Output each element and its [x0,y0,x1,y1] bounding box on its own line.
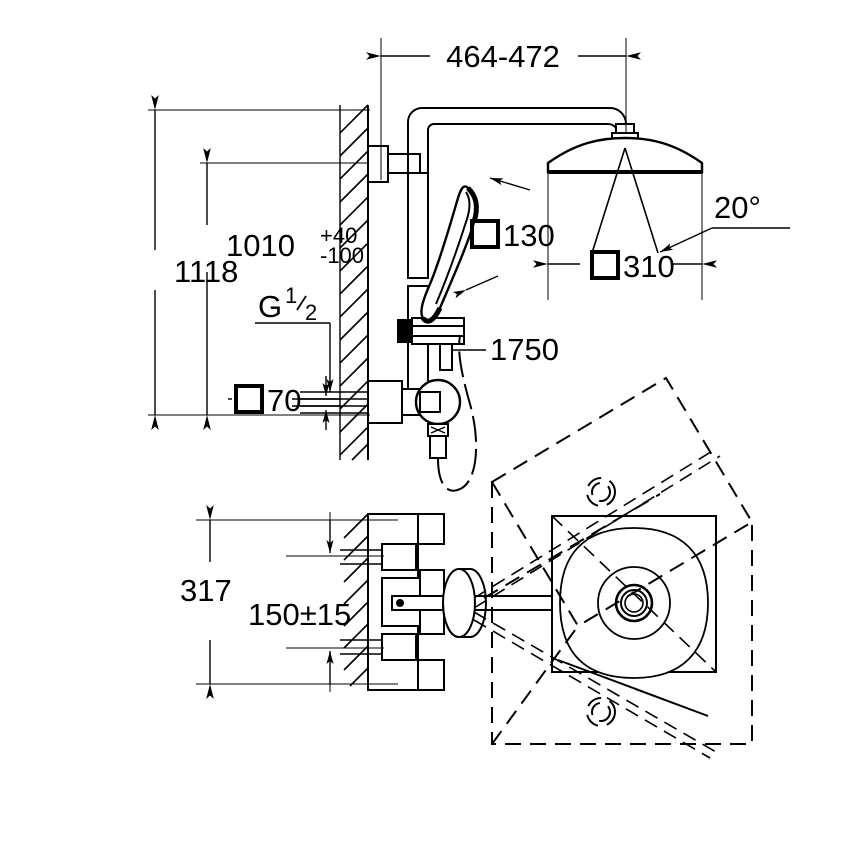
dim-label-spray-angle: 20° [714,190,761,225]
dim-inlet-spacing [228,376,340,430]
thread-label-g: G [258,289,282,324]
thread-label-numerator: 1 [285,283,297,308]
square-symbol-icon-inlet [234,384,264,414]
wall-bracket-upper [205,145,421,183]
square-symbol-icon-hand-shower [470,219,500,249]
dim-mixer-inlet-center [286,512,384,692]
dim-label-hand-shower: 130 [503,218,555,253]
shower-hose [437,335,478,492]
leader-spray-angle [659,227,790,253]
riser-pipe [407,172,429,392]
dim-label-total-height: 1118 [174,254,238,289]
hand-shower [420,185,479,324]
dim-head-height [200,148,368,430]
dim-mixer-total-height [196,505,398,699]
dim-total-height [148,95,370,430]
square-symbol-icon-head-shower [590,250,620,280]
dim-head-shower-width [533,172,717,300]
dim-label-tolerance-minus: -100 [320,243,364,268]
leader-hand-shower [452,177,531,299]
dim-label-head-shower: 310 [623,249,675,284]
dim-label-inlet-spacing: 70 [267,383,301,418]
dim-label-hose-length: 1750 [490,332,559,367]
dim-label-head-height: 1010 [226,228,295,263]
dim-label-mixer-height: 317 [180,573,232,608]
handle-plate-rotated-ghost [483,376,754,717]
dim-label-arm-projection: 464-472 [446,39,560,74]
hand-shower-rail-holder [397,317,465,371]
dim-arm-projection [366,38,641,180]
handle-plate-rotated-ghost-lower [491,482,753,745]
dim-label-mixer-center: 150±15 [248,597,351,632]
mixer-valve-elevation [300,378,462,459]
head-shower [546,123,704,254]
dim-label-tolerance-plus: +40 [320,223,357,248]
thread-label-denominator: 2 [305,300,317,325]
leader-thread-g12 [255,322,334,392]
construction-lines [473,449,721,759]
mixer-escutcheon [442,568,487,638]
